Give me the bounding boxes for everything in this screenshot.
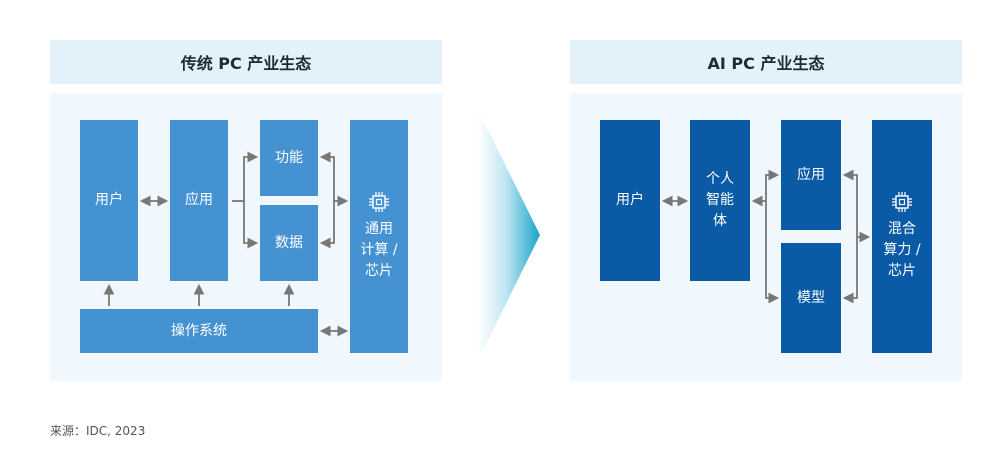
left-os-box: 操作系统 [80, 309, 318, 353]
right-compute-line-3: 芯片 [888, 263, 916, 279]
right-agent-line-1: 个人 [706, 171, 734, 187]
right-model-box: 模型 [781, 243, 841, 353]
right-agent-box: 个人 智能 体 [690, 120, 750, 281]
left-app-box: 应用 [170, 120, 228, 281]
right-user-box: 用户 [600, 120, 660, 281]
left-user-box: 用户 [80, 120, 138, 281]
right-panel-title: AI PC 产业生态 [707, 54, 825, 73]
app-function-data-bracket [243, 151, 259, 249]
left-user-label: 用户 [95, 192, 123, 208]
right-app-box: 应用 [781, 120, 841, 230]
app-model-compute-bracket [842, 169, 858, 304]
right-agent-line-3: 体 [713, 213, 727, 229]
left-compute-line-2: 计算 / [360, 242, 398, 258]
right-compute-box: 混合 算力 / 芯片 [872, 120, 932, 353]
left-app-label: 应用 [185, 192, 213, 208]
source-note: 来源：IDC, 2023 [50, 424, 146, 438]
left-function-label: 功能 [275, 149, 303, 166]
left-panel-header: 传统 PC 产业生态 [50, 40, 442, 84]
right-model-label: 模型 [797, 289, 825, 306]
left-data-label: 数据 [275, 234, 303, 251]
left-compute-line-1: 通用 [365, 221, 393, 237]
left-compute-line-3: 芯片 [365, 263, 393, 279]
left-panel-title: 传统 PC 产业生态 [180, 54, 312, 73]
chip-icon [369, 192, 389, 212]
agent-app-model-bracket [765, 169, 780, 304]
transition-chevron-icon [478, 110, 540, 360]
left-compute-box: 通用 计算 / 芯片 [350, 120, 408, 353]
right-agent-line-2: 智能 [706, 192, 734, 208]
left-function-box: 功能 [260, 120, 318, 196]
chip-icon [892, 192, 912, 212]
left-data-box: 数据 [260, 205, 318, 281]
left-os-label: 操作系统 [171, 322, 227, 339]
right-panel-header: AI PC 产业生态 [570, 40, 962, 84]
function-data-compute-bracket [319, 151, 335, 249]
right-compute-line-2: 算力 / [883, 242, 921, 258]
right-app-label: 应用 [797, 166, 825, 183]
right-user-label: 用户 [616, 192, 644, 208]
right-compute-line-1: 混合 [888, 221, 916, 237]
